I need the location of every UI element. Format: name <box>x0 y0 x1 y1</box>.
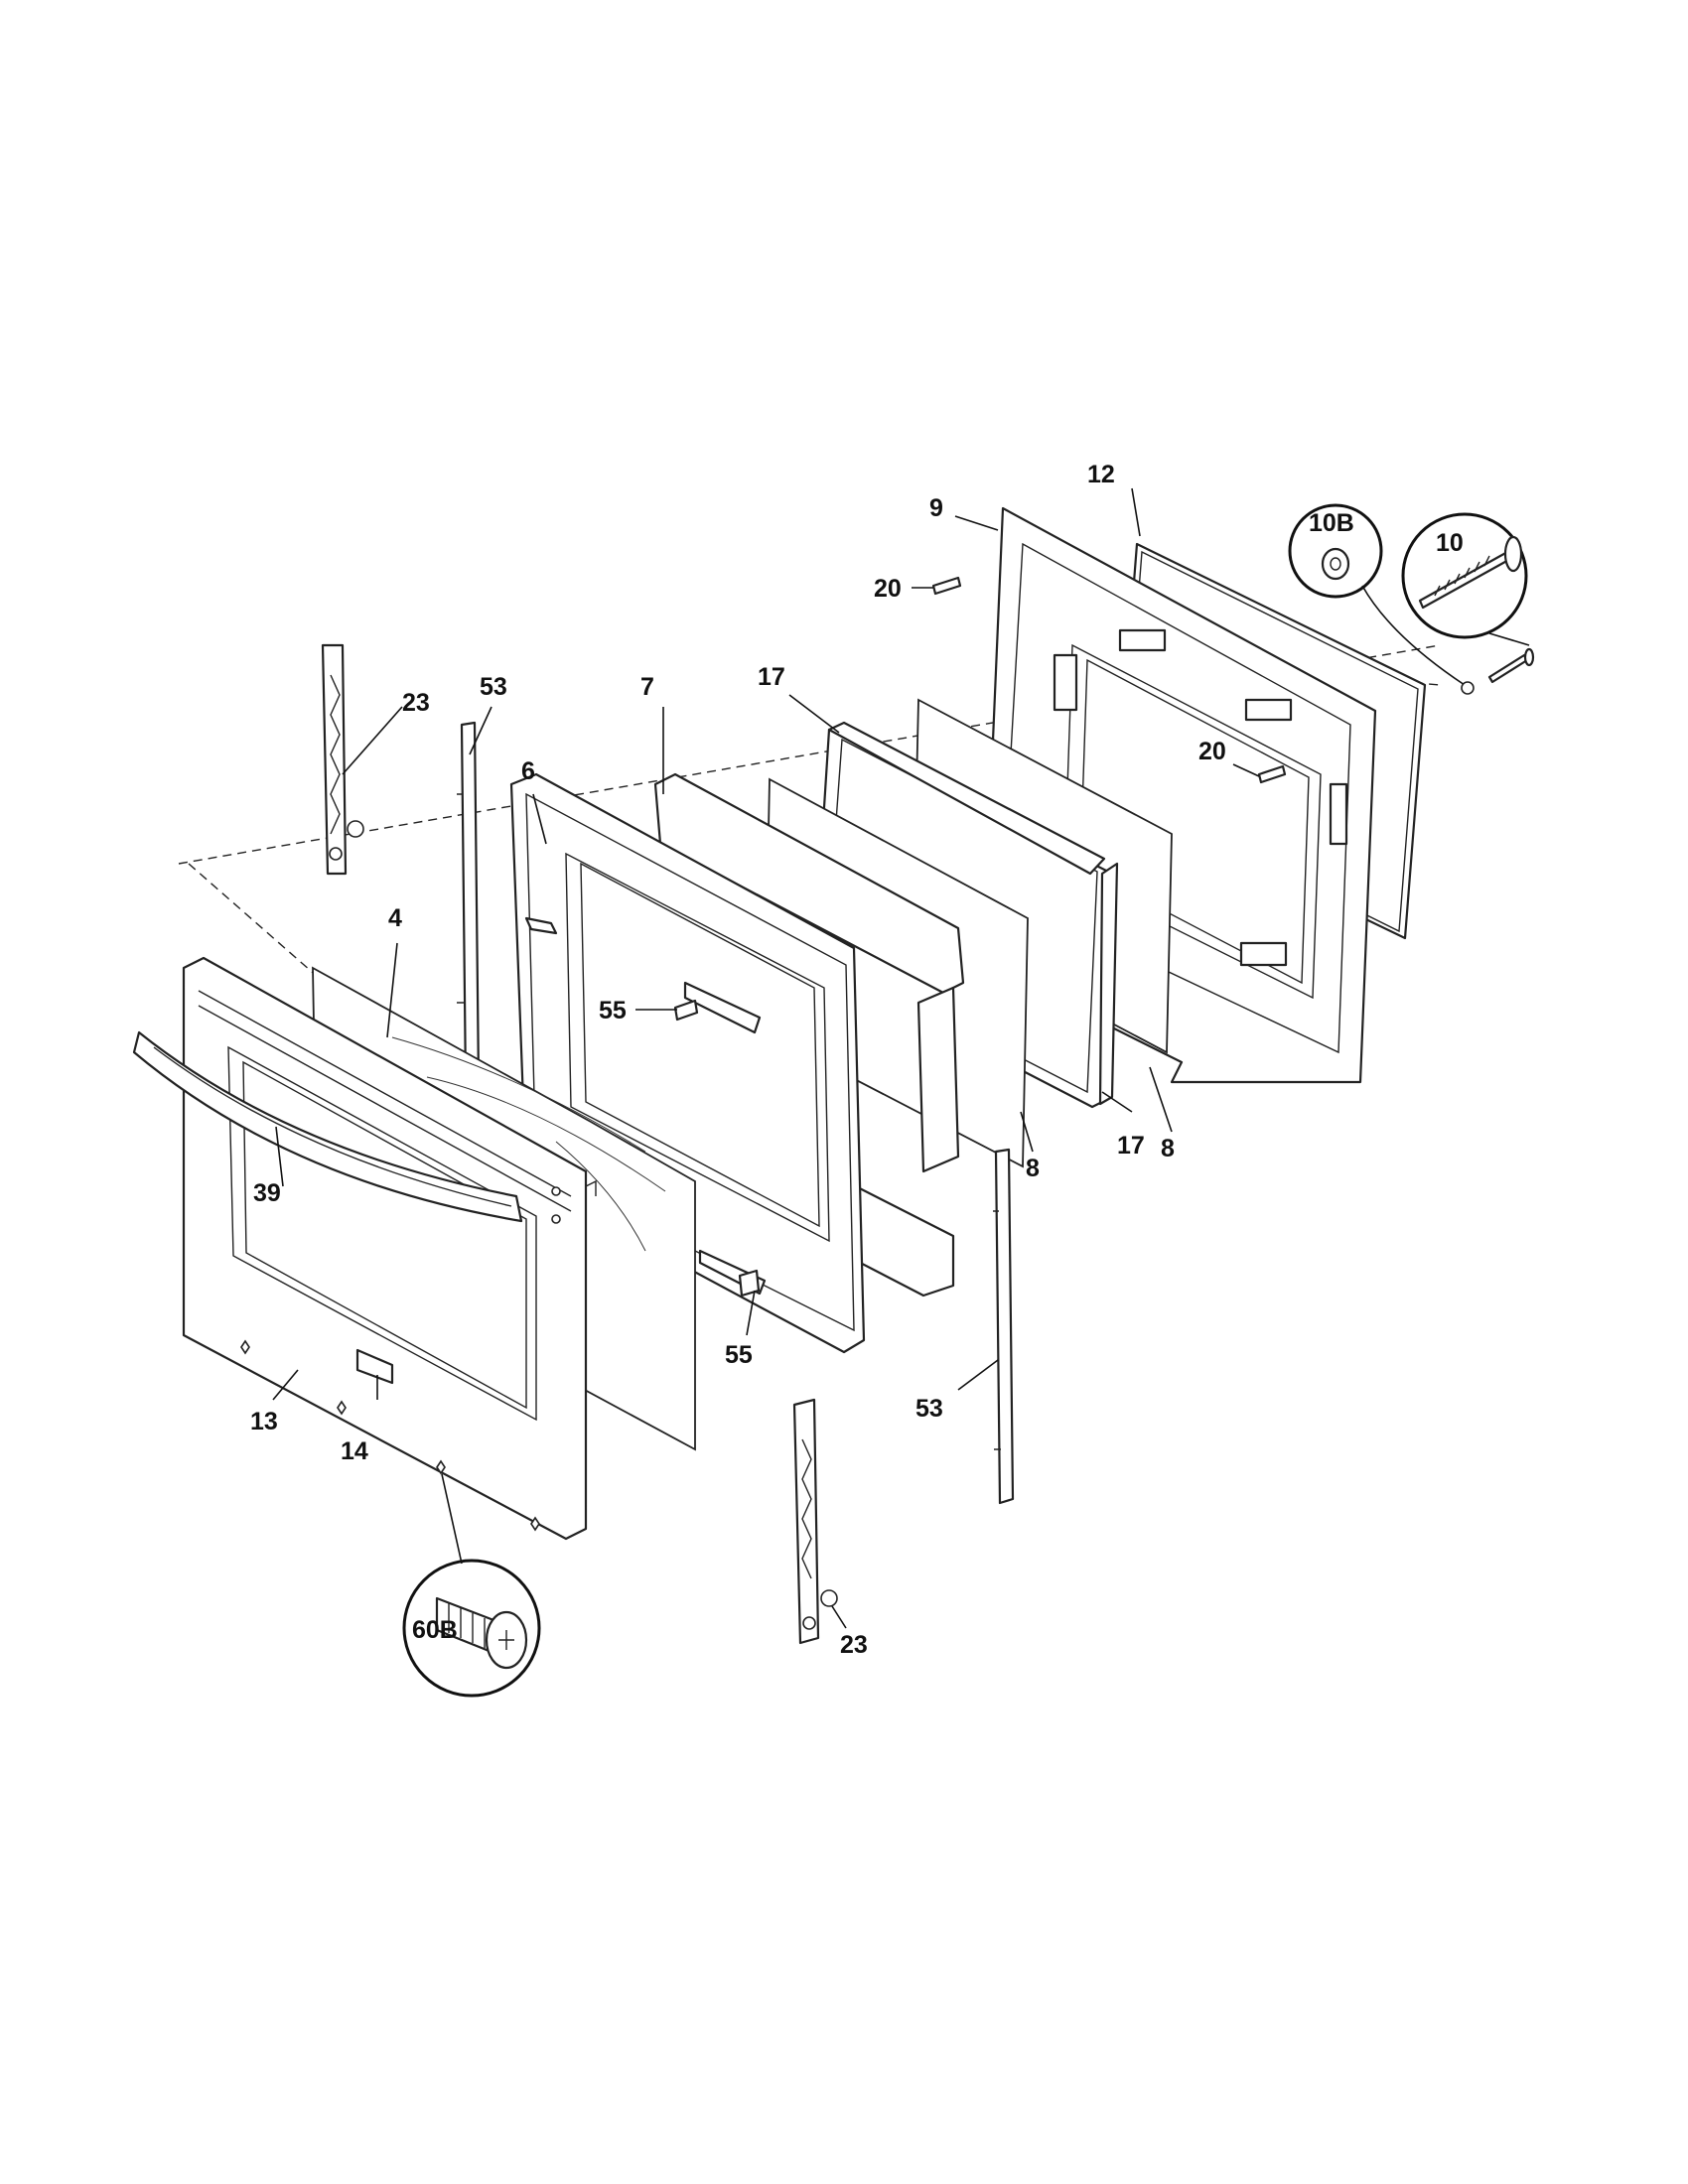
detail-circle-10 <box>1401 512 1535 684</box>
callout-17-lower: 17 <box>1117 1132 1145 1160</box>
callout-55-upper: 55 <box>599 997 627 1024</box>
callout-39: 39 <box>253 1179 281 1207</box>
part-hinge-23-upper <box>321 643 364 876</box>
callout-60b: 60B <box>412 1616 458 1644</box>
part-hinge-23-lower <box>792 1398 838 1645</box>
callout-9: 9 <box>929 494 943 522</box>
part-outer-door-13 <box>182 956 597 1541</box>
callout-53-lower: 53 <box>915 1395 943 1423</box>
part-handle-39 <box>132 1030 523 1223</box>
part-side-strip-53-right <box>993 1148 1015 1505</box>
detail-circle-60b <box>402 1473 541 1698</box>
callout-23-lower: 23 <box>840 1631 868 1659</box>
part-side-strip-53-left <box>457 721 481 1088</box>
part-pin-20-upper <box>931 576 962 596</box>
callout-12: 12 <box>1087 461 1115 488</box>
callout-leader-lines <box>272 487 1260 1629</box>
callout-7: 7 <box>640 673 654 701</box>
callout-8-right: 8 <box>1161 1135 1175 1162</box>
callout-55-lower: 55 <box>725 1341 753 1369</box>
callout-53-upper: 53 <box>480 673 507 701</box>
callout-10: 10 <box>1436 529 1464 557</box>
callout-17-upper: 17 <box>758 663 785 691</box>
callout-20-lower: 20 <box>1198 738 1226 765</box>
callout-10b: 10B <box>1309 509 1354 537</box>
callout-6: 6 <box>521 757 535 785</box>
callout-23-upper: 23 <box>402 689 430 717</box>
callout-labels: 12 9 10B 10 20 20 23 53 7 17 6 4 55 8 8 … <box>250 461 1464 1659</box>
part-clip-55-lower <box>738 1269 761 1297</box>
callout-20-upper: 20 <box>874 575 902 603</box>
part-pin-20-lower <box>1257 764 1287 784</box>
callout-4: 4 <box>388 904 402 932</box>
part-clip-55-upper <box>673 999 699 1022</box>
callout-14: 14 <box>341 1437 368 1465</box>
detail-circle-10b <box>1288 503 1475 695</box>
door-bottom-screws <box>240 1339 540 1532</box>
callout-8-center: 8 <box>1026 1155 1040 1182</box>
callout-13: 13 <box>250 1408 278 1435</box>
